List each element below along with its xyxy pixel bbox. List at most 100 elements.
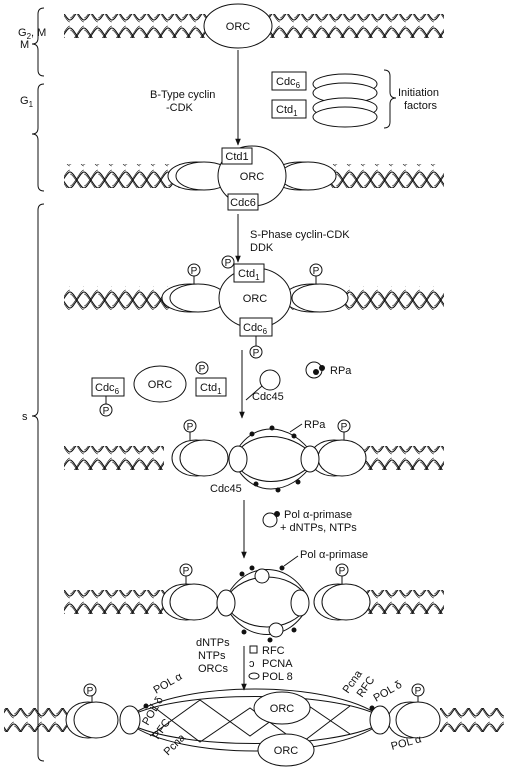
phospho-tag-mcm-left-row3: P (187, 263, 201, 284)
phospho-tag-mcm-right-row6: P (411, 683, 425, 702)
ctd1-label-row3: Ctd1 (238, 268, 260, 282)
pol-dot-left (143, 703, 149, 709)
svg-text:P: P (415, 686, 422, 697)
phase-label-g1: G1 (20, 95, 34, 109)
cdc45-label-row4: Cdc45 (210, 483, 242, 495)
cdc45-right-row6 (369, 705, 391, 735)
cdc6-box-row2 (227, 193, 259, 211)
rpa-pointer-row4 (289, 423, 303, 433)
cdc45-left-row6 (119, 705, 141, 735)
cdc6-box (271, 71, 307, 91)
mcm-ring-right-row3 (283, 283, 349, 313)
pol-legend-icon (248, 672, 260, 680)
phospho-tag-mcm-right-row5: P (335, 563, 349, 584)
dntps-label: dNTPs (196, 637, 230, 649)
ctd1-box (271, 99, 307, 119)
cdc45-right-row5 (290, 589, 310, 617)
rfc-legend-label: RFC (262, 645, 285, 657)
ctd1-released-box (195, 377, 227, 397)
ntps-label: NTPs (198, 650, 226, 662)
mcm-ring-left-row6 (65, 701, 119, 739)
cdc6-released-box (91, 377, 125, 397)
orc-label-row6-top: ORC (270, 703, 295, 715)
mcm-rings-free (312, 73, 378, 128)
dntps-ntps-label: + dNTPs, NTPs (280, 522, 357, 534)
orc-label: ORC (226, 21, 251, 33)
pol-primase-dot (274, 511, 280, 517)
svg-text:P: P (199, 364, 206, 375)
ctd1-box-row2 (221, 147, 253, 165)
rpa-label-row4: RPa (304, 419, 326, 431)
cdc45-protein (259, 369, 281, 391)
pcna-legend-icon: ↄ (249, 658, 255, 670)
s-phase-label-2: DDK (250, 242, 274, 254)
mcm-ring-right-row5 (313, 583, 371, 621)
cdc6-label: Cdc6 (276, 76, 301, 90)
svg-text:P: P (191, 266, 198, 277)
svg-text:P: P (183, 566, 190, 577)
cdc45-incoming-arrow (245, 385, 263, 401)
phospho-tag-mcm-left-row4: P (183, 419, 197, 440)
svg-text:P: P (313, 266, 320, 277)
orcs-label: ORCs (198, 663, 228, 675)
mcm-ring-right-row6 (387, 701, 441, 739)
phase-label-s: s (22, 411, 28, 423)
cdc45-label: Cdc45 (252, 391, 284, 403)
pol8-legend-label: POL 8 (262, 671, 293, 683)
phospho-tag-ctd1-row3: P (221, 255, 235, 269)
ctd1-label: Ctd1 (276, 104, 298, 118)
rfc-legend-icon (249, 645, 258, 654)
orc-label-row2: ORC (240, 171, 265, 183)
cdc45-right-row4 (300, 445, 320, 473)
pcna-legend-label: PCNA (262, 658, 293, 670)
mcm-ring-left-row5 (161, 583, 219, 621)
pol-primase-bottom-row5 (268, 622, 284, 638)
initiation-label-2: factors (404, 100, 438, 112)
phospho-tag-cdc6-released: P (99, 396, 113, 417)
b-type-label-1: B-Type cyclin (150, 89, 215, 101)
phospho-tag-mcm-left-row5: P (179, 563, 193, 584)
s-phase-label-1: S-Phase cyclin-CDK (250, 229, 350, 241)
svg-text:P: P (339, 566, 346, 577)
dna-strand-row5-left (64, 590, 174, 614)
cdc45-left-row5 (216, 589, 236, 617)
svg-text:P: P (225, 258, 232, 269)
orc-complex-row6-top (253, 691, 311, 725)
orc-label-row6-bottom: ORC (274, 745, 299, 757)
replication-bubble-row6 (129, 688, 381, 752)
phospho-tag-mcm-left-row6: P (83, 683, 97, 702)
pol-primase-top-row5 (254, 568, 270, 584)
mcm-ring-left-row3 (161, 283, 227, 313)
phospho-tag-mcm-right-row4: P (337, 419, 351, 440)
svg-text:P: P (253, 348, 260, 359)
pol-dot-right (369, 705, 375, 711)
svg-text:P: P (187, 422, 194, 433)
phospho-tag-ctd1-released: P (195, 361, 209, 375)
initiation-label-1: Initiation (398, 87, 439, 99)
rpa-protein (305, 361, 325, 379)
mcm-ring-right-row2 (271, 161, 337, 191)
pol-primase-label: Pol α-primase (284, 509, 352, 521)
pol-primase-pointer-row5 (283, 555, 299, 567)
pol-alpha-right-label: POL α (390, 733, 424, 753)
phospho-tag-cdc6-row3: P (249, 336, 263, 359)
phase-label-m: M (20, 39, 29, 51)
orc-complex (203, 3, 273, 49)
b-type-label-2: -CDK (166, 102, 194, 114)
svg-text:P: P (341, 422, 348, 433)
orc-complex-row6-bottom (257, 733, 315, 767)
cdc6-label-row2: Cdc6 (230, 197, 256, 209)
ctd1-label-row2: Ctd1 (225, 151, 248, 163)
cdc45-left-row4 (228, 445, 248, 473)
phospho-tag-mcm-right-row3: P (309, 263, 323, 284)
ctd1-released-label: Ctd1 (200, 382, 222, 396)
mcm-ring-left-row2 (167, 161, 233, 191)
dna-strand-row6-right (440, 708, 504, 732)
pol-primase-protein (262, 512, 278, 528)
initiation-bracket (383, 69, 397, 129)
dna-strand-row4-left (64, 446, 164, 470)
pol-alpha-left-label: POL α (152, 670, 185, 696)
phase-brackets (31, 7, 45, 762)
cdc6-label-row3: Cdc6 (243, 322, 268, 336)
